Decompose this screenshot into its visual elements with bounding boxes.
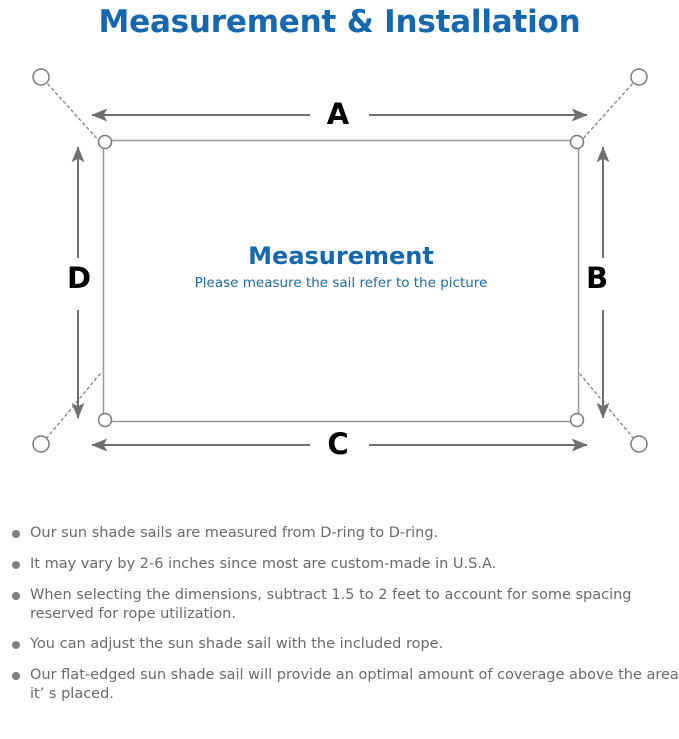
page-title: Measurement & Installation xyxy=(98,4,581,40)
bullet-icon xyxy=(12,560,20,569)
dimension-label-c: C xyxy=(327,427,349,461)
anchor-points xyxy=(32,68,648,453)
sail-caption-subtitle: Please measure the sail refer to the pic… xyxy=(194,274,488,291)
rope-bottom-left xyxy=(45,373,101,440)
note-text: Our flat-edged sun shade sail will provi… xyxy=(30,667,679,703)
note-text: You can adjust the sun shade sail with t… xyxy=(30,636,444,653)
measurement-diagram: A B C D Measurement Please measure the s… xyxy=(0,48,679,518)
rope-top-left xyxy=(45,81,101,143)
note-text: It may vary by 2-6 inches since most are… xyxy=(30,555,497,572)
bullet-icon xyxy=(12,641,20,650)
d-ring-top-right xyxy=(569,134,585,150)
bullet-icon xyxy=(12,672,20,681)
dimension-label-b: B xyxy=(585,261,609,295)
d-rings xyxy=(97,134,585,428)
sail-rectangle xyxy=(102,139,580,423)
anchor-point-top-left xyxy=(32,68,50,86)
anchor-point-bottom-right xyxy=(630,435,648,453)
note-text: Our sun shade sails are measured from D-… xyxy=(30,525,439,541)
dimension-label-a: A xyxy=(326,97,350,131)
d-ring-bottom-left xyxy=(97,412,113,428)
note-item: You can adjust the sun shade sail with t… xyxy=(0,635,679,654)
note-item: Our flat-edged sun shade sail will provi… xyxy=(0,666,679,704)
rope-bottom-right xyxy=(579,373,635,440)
note-item: Our sun shade sails are measured from D-… xyxy=(0,524,679,543)
dimension-arrows xyxy=(71,108,610,452)
note-text: When selecting the dimensions, subtract … xyxy=(30,586,632,622)
sail-caption: Measurement Please measure the sail refe… xyxy=(103,242,579,291)
dimension-label-d: D xyxy=(66,261,92,295)
d-ring-bottom-right xyxy=(569,412,585,428)
diagram-canvas xyxy=(32,68,648,453)
note-item: When selecting the dimensions, subtract … xyxy=(0,586,679,624)
bullet-icon xyxy=(12,591,20,600)
anchor-point-bottom-left xyxy=(32,435,50,453)
notes-list: Our sun shade sails are measured from D-… xyxy=(0,524,679,716)
d-ring-top-left xyxy=(97,134,113,150)
bullet-icon xyxy=(12,530,20,538)
anchor-point-top-right xyxy=(630,68,648,86)
note-item: It may vary by 2-6 inches since most are… xyxy=(0,555,679,574)
sail-caption-title: Measurement xyxy=(248,242,434,270)
rope-top-right xyxy=(579,81,635,143)
